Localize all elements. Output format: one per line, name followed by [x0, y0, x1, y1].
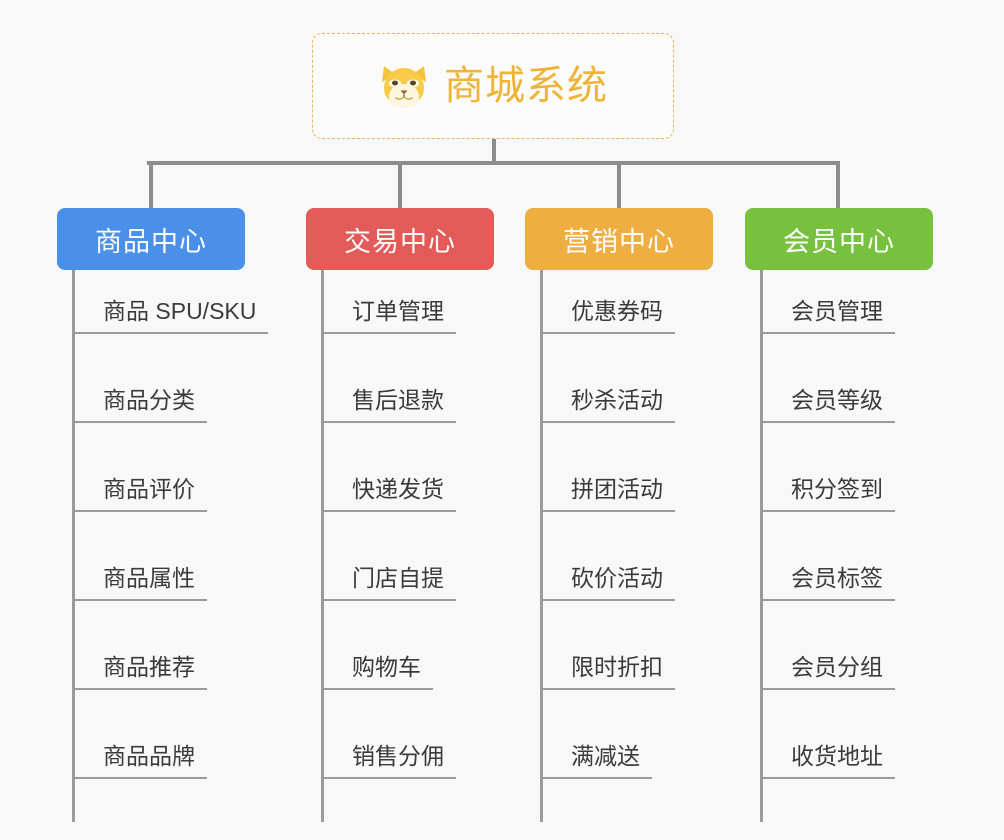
leaf-label: 商品评价: [75, 474, 207, 512]
root-node[interactable]: 商城系统: [312, 33, 674, 139]
leaf-label: 会员标签: [763, 563, 895, 601]
branch-spine-2: [321, 270, 324, 822]
leaf-label: 收货地址: [763, 741, 895, 779]
leaf-label: 门店自提: [324, 563, 456, 601]
leaf-label: 商品推荐: [75, 652, 207, 690]
branch-header-label: 会员中心: [783, 226, 895, 257]
branch-spine-3: [540, 270, 543, 822]
leaf-label: 拼团活动: [543, 474, 675, 512]
branch-column-3: 营销中心 优惠券码 秒杀活动 拼团活动 砍价活动 限时折扣 满减送: [525, 208, 713, 830]
branch-header-1[interactable]: 商品中心: [57, 208, 245, 270]
connector-branch-stem-3: [617, 161, 621, 208]
branch-header-3[interactable]: 营销中心: [525, 208, 713, 270]
branch-column-2: 交易中心 订单管理 售后退款 快递发货 门店自提 购物车 销售分佣: [306, 208, 494, 830]
leaf-label: 满减送: [543, 741, 652, 779]
branch-spine-1: [72, 270, 75, 822]
branch-body-4: 会员管理 会员等级 积分签到 会员标签 会员分组 收货地址: [760, 270, 933, 830]
connector-branch-stem-2: [398, 161, 402, 208]
leaf-label: 快递发货: [324, 474, 456, 512]
branch-header-label: 商品中心: [95, 226, 207, 257]
leaf-label: 积分签到: [763, 474, 895, 512]
leaf-label: 砍价活动: [543, 563, 675, 601]
leaf-label: 商品品牌: [75, 741, 207, 779]
root-title: 商城系统: [444, 64, 608, 108]
leaf-label: 限时折扣: [543, 652, 675, 690]
connector-branch-stem-4: [836, 161, 840, 208]
branch-body-3: 优惠券码 秒杀活动 拼团活动 砍价活动 限时折扣 满减送: [540, 270, 713, 830]
leaf-label: 优惠券码: [543, 296, 675, 334]
connector-root-stem: [492, 139, 496, 164]
connector-branch-stem-1: [149, 161, 153, 208]
leaf-label: 售后退款: [324, 385, 456, 423]
leaf-label: 订单管理: [324, 296, 456, 334]
shiba-dog-icon: [382, 66, 426, 108]
branch-column-4: 会员中心 会员管理 会员等级 积分签到 会员标签 会员分组 收货地址: [745, 208, 933, 830]
branch-body-2: 订单管理 售后退款 快递发货 门店自提 购物车 销售分佣: [321, 270, 494, 830]
leaf-label: 商品分类: [75, 385, 207, 423]
connector-horizontal-bus: [147, 161, 839, 165]
leaf-label: 秒杀活动: [543, 385, 675, 423]
branch-header-label: 营销中心: [563, 226, 675, 257]
branch-header-4[interactable]: 会员中心: [745, 208, 933, 270]
leaf-label: 商品属性: [75, 563, 207, 601]
leaf-label: 会员管理: [763, 296, 895, 334]
branch-body-1: 商品 SPU/SKU 商品分类 商品评价 商品属性 商品推荐 商品品牌: [72, 270, 269, 830]
leaf-label: 会员分组: [763, 652, 895, 690]
leaf-label: 会员等级: [763, 385, 895, 423]
leaf-label: 购物车: [324, 652, 433, 690]
branch-header-2[interactable]: 交易中心: [306, 208, 494, 270]
branch-header-label: 交易中心: [344, 226, 456, 257]
leaf-label: 销售分佣: [324, 741, 456, 779]
branch-spine-4: [760, 270, 763, 822]
leaf-label: 商品 SPU/SKU: [75, 296, 269, 334]
branch-column-1: 商品中心 商品 SPU/SKU 商品分类 商品评价 商品属性 商品推荐 商品品牌: [57, 208, 269, 830]
